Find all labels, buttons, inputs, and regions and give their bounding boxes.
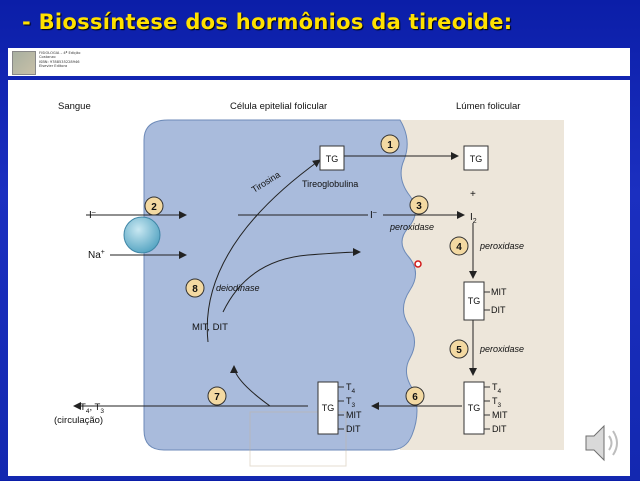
step-badge-4: 4: [449, 236, 469, 256]
tg-box-hormones-cell: [317, 381, 339, 435]
label-blood: Sangue: [58, 101, 91, 112]
mit-dit-label: MIT, DIT: [192, 322, 228, 333]
tg-box-cell: [319, 145, 345, 171]
tg-label: TG: [470, 154, 483, 164]
dit-label: DIT: [491, 305, 506, 315]
tg-box-iodinated: [463, 281, 485, 321]
sodium-label: Na+: [88, 249, 105, 261]
watermark: [249, 411, 347, 467]
step-badge-3: 3: [409, 195, 429, 215]
label-cell: Célula epitelial folicular: [230, 101, 327, 112]
svg-text:7: 7: [214, 392, 220, 403]
step-badge-8: 8: [185, 278, 205, 298]
step-badge-6: 6: [405, 386, 425, 406]
credit-line: Elsevier Editora: [39, 63, 68, 68]
svg-text:1: 1: [387, 140, 393, 151]
diagram-panel: Sangue Célula epitelial folicular Lúmen …: [8, 80, 630, 476]
plus-sign: +: [470, 189, 476, 200]
peroxidase-label-step4: peroxidase: [479, 241, 524, 251]
t3-label: T3: [346, 396, 356, 409]
svg-text:5: 5: [456, 345, 462, 356]
tg-label: TG: [468, 403, 481, 413]
step-badge-2: 2: [144, 196, 164, 216]
svg-text:6: 6: [412, 392, 418, 403]
nis-channel: [123, 216, 161, 254]
dit-label: DIT: [346, 424, 361, 434]
t4-label: T4: [346, 382, 356, 395]
iodide-label-blood: I–: [89, 209, 96, 221]
circulation-hormones: T4, T3: [80, 402, 104, 415]
deiodinase-label: deiodinase: [216, 283, 260, 293]
tyrosine-arc: [206, 159, 321, 343]
tg-box-hormones-lumen: [463, 381, 485, 435]
step-badge-7: 7: [207, 386, 227, 406]
mit-label: MIT: [492, 410, 508, 420]
publisher-logo: [12, 51, 36, 75]
mit-label: MIT: [346, 410, 362, 420]
credit-line: Costanzo: [39, 55, 56, 60]
slide-title: - Biossíntese dos hormônios da tireoide:: [22, 10, 513, 34]
svg-text:4: 4: [456, 242, 462, 253]
peroxidase-label-step5: peroxidase: [479, 344, 524, 354]
svg-text:8: 8: [192, 284, 198, 295]
follicular-cell: [143, 119, 418, 451]
step-badge-5: 5: [449, 339, 469, 359]
tg-box-lumen: [463, 145, 489, 171]
iodide-recycle-arc: [222, 248, 361, 313]
peroxidase-label-membrane: peroxidase: [389, 222, 434, 232]
svg-text:3: 3: [416, 201, 422, 212]
mit-label: MIT: [491, 287, 507, 297]
tg-label: TG: [326, 154, 339, 164]
t4-label: T4: [492, 382, 502, 395]
tg-label: TG: [322, 403, 335, 413]
label-lumen: Lúmen folicular: [456, 101, 520, 112]
speaker-icon[interactable]: [584, 421, 624, 465]
laser-pointer-dot: [414, 260, 422, 268]
credit-line: ISBN: 9788535228946: [39, 59, 80, 64]
circulation-label: (circulação): [54, 415, 103, 426]
iodide-label-cell: I–: [370, 209, 377, 221]
svg-text:2: 2: [151, 202, 157, 213]
step-badge-1: 1: [380, 134, 400, 154]
iodine-label: I2: [470, 212, 477, 225]
book-credit: FISIOLOGIA – 4ª Edição Costanzo ISBN: 97…: [8, 48, 630, 76]
thyroid-diagram: Sangue Célula epitelial folicular Lúmen …: [54, 101, 564, 467]
credit-line: FISIOLOGIA – 4ª Edição: [39, 51, 81, 55]
thyroglobulin-label: Tireoglobulina: [302, 179, 358, 189]
deiodination-arrow: [230, 365, 271, 407]
t3-label: T3: [492, 396, 502, 409]
tg-label: TG: [468, 296, 481, 306]
dit-label: DIT: [492, 424, 507, 434]
